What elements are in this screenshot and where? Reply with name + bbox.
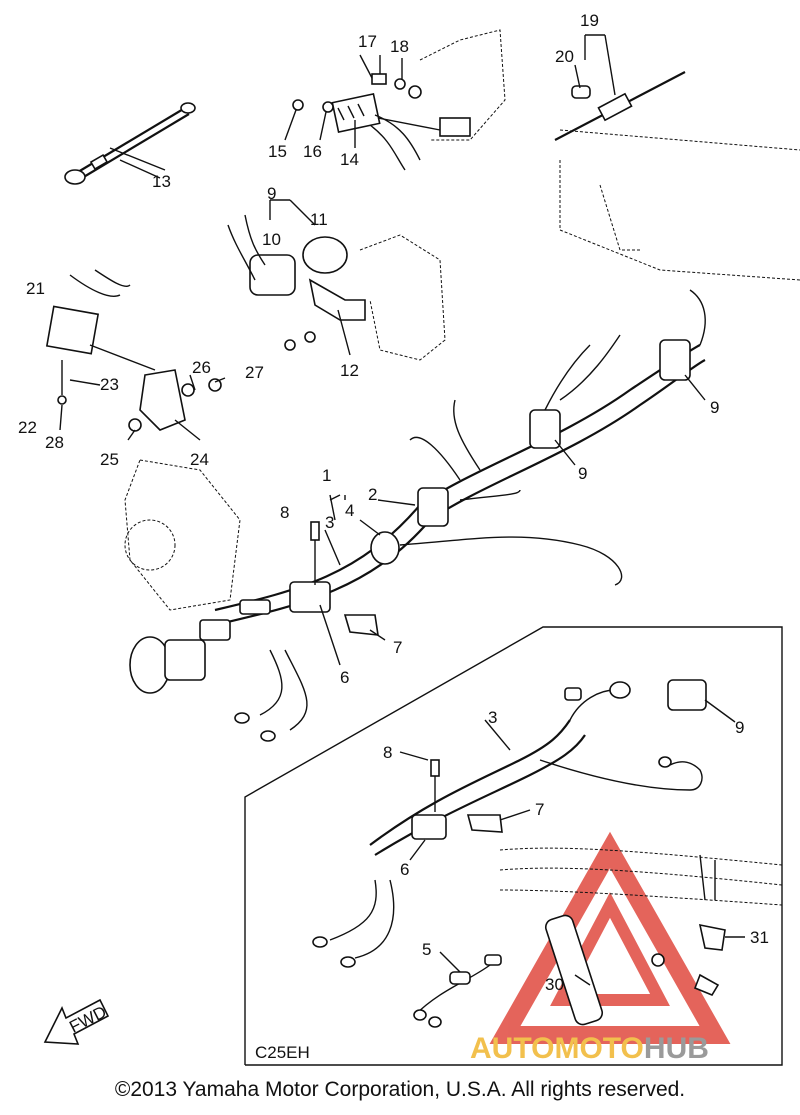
watermark-logo bbox=[489, 831, 731, 1044]
callout-25: 24 bbox=[190, 450, 209, 469]
callout-20: 19 bbox=[580, 11, 599, 30]
fwd-arrow-icon: FWD bbox=[43, 998, 109, 1045]
callout-31: 31 bbox=[750, 928, 769, 947]
callout-9-middle: 9 bbox=[578, 464, 587, 483]
watermark-part1: AUTOMOTO bbox=[470, 1032, 644, 1065]
callout-6-inset: 6 bbox=[400, 860, 409, 879]
starter-relay-group bbox=[227, 199, 446, 361]
callout-3-inset: 3 bbox=[488, 708, 497, 727]
callout-5: 5 bbox=[422, 940, 431, 959]
callout-12: 11 bbox=[310, 210, 328, 229]
callout-1: 1 bbox=[322, 466, 331, 485]
callout-9-inset: 9 bbox=[735, 718, 744, 737]
callout-7-inset: 7 bbox=[535, 800, 544, 819]
callout-2: 2 bbox=[368, 485, 377, 504]
callout-30: 30 bbox=[545, 975, 564, 994]
bracket-group bbox=[45, 269, 241, 611]
callout-22: 21 bbox=[26, 279, 45, 298]
regulator-group bbox=[292, 29, 506, 171]
callout-15: 14 bbox=[340, 150, 359, 169]
callout-19: 18 bbox=[390, 37, 409, 56]
callout-29: 28 bbox=[45, 433, 64, 452]
part-14-cable bbox=[64, 102, 196, 185]
callout-3: 3 bbox=[325, 513, 334, 532]
inset-frame bbox=[244, 626, 783, 1066]
main-harness bbox=[129, 289, 706, 742]
inset-harness bbox=[312, 679, 783, 1028]
callout-leaders bbox=[59, 55, 745, 986]
callout-8: 8 bbox=[280, 503, 289, 522]
callout-7: 7 bbox=[393, 638, 402, 657]
callout-8-inset: 8 bbox=[383, 743, 392, 762]
model-code-label: C25EH bbox=[255, 1043, 310, 1062]
callout-14: 13 bbox=[152, 172, 171, 191]
callout-26: 25 bbox=[100, 450, 119, 469]
watermark-part2: HUB bbox=[643, 1032, 709, 1065]
callout-23: 22 bbox=[18, 418, 37, 437]
callout-28: 27 bbox=[245, 363, 264, 382]
watermark-text: AUTOMOTOHUB bbox=[470, 1032, 709, 1066]
callout-13: 12 bbox=[340, 361, 359, 380]
callout-10: 9 bbox=[267, 184, 276, 203]
callout-4: 4 bbox=[345, 501, 354, 520]
callout-9-top: 9 bbox=[710, 398, 719, 417]
callout-17: 16 bbox=[303, 142, 322, 161]
callout-6: 6 bbox=[340, 668, 349, 687]
copyright-notice: ©2013 Yamaha Motor Corporation, U.S.A. A… bbox=[114, 1078, 686, 1101]
callout-18: 17 bbox=[358, 32, 377, 51]
callout-27: 26 bbox=[192, 358, 211, 377]
callout-21: 20 bbox=[555, 47, 574, 66]
callout-16: 15 bbox=[268, 142, 287, 161]
callout-24: 23 bbox=[100, 375, 119, 394]
wiring-harness-diagram: FWD 13 15 bbox=[18, 11, 800, 1066]
part-20-connector bbox=[554, 34, 800, 281]
callout-numbers: 13 15 16 14 17 18 19 20 9 10 11 12 21 23… bbox=[18, 11, 769, 1062]
callout-11: 10 bbox=[262, 230, 281, 249]
